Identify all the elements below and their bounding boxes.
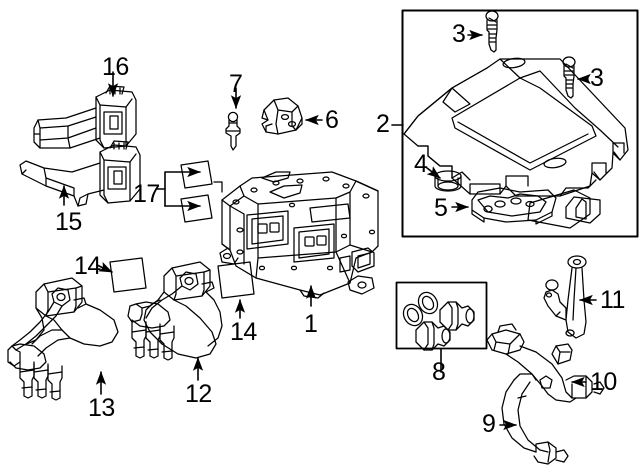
cover-bolt-upper-art xyxy=(485,10,499,53)
callout-label-8: 8 xyxy=(432,358,446,386)
oring-kit-box xyxy=(395,281,488,350)
coolant-hose-upper-art xyxy=(486,323,605,403)
leader-17 xyxy=(155,171,197,207)
callout-label-4: 4 xyxy=(414,150,428,178)
callout-label-3-lower: 3 xyxy=(590,64,604,92)
callout-label-9: 9 xyxy=(482,410,496,438)
callout-label-11: 11 xyxy=(600,286,625,314)
callout-label-17: 17 xyxy=(133,180,160,208)
seal-pad-upper-art xyxy=(180,160,213,189)
callout-label-15: 15 xyxy=(55,208,82,236)
insulation-pad-right-art xyxy=(217,261,255,299)
callout-label-14-left: 14 xyxy=(74,252,101,280)
callout-label-13: 13 xyxy=(88,394,115,422)
callout-label-1: 1 xyxy=(304,310,318,338)
callout-label-12: 12 xyxy=(185,380,212,408)
mounting-bracket-art xyxy=(261,97,303,135)
callout-label-6: 6 xyxy=(325,106,339,134)
inverter-art xyxy=(213,171,379,299)
callout-label-16: 16 xyxy=(102,53,129,81)
cover-bolt-lower-art xyxy=(562,56,576,99)
callout-label-10: 10 xyxy=(590,368,617,396)
callout-label-5: 5 xyxy=(434,194,448,222)
ball-stud-art xyxy=(225,111,241,151)
harness-long-art xyxy=(7,277,119,401)
callout-label-3-upper: 3 xyxy=(452,20,466,48)
callout-label-14-right: 14 xyxy=(230,318,257,346)
ground-cable-art xyxy=(543,255,587,339)
connector-lower-art xyxy=(19,140,141,207)
callout-label-7: 7 xyxy=(229,70,243,98)
coolant-hose-lower-art xyxy=(501,373,569,465)
leader-lines xyxy=(58,29,597,431)
harness-short-art xyxy=(127,261,223,361)
insulation-pad-left-art xyxy=(109,257,147,293)
callout-label-2: 2 xyxy=(376,110,390,138)
oring-kit-art xyxy=(402,291,475,351)
engine-cover-art xyxy=(403,57,629,197)
cover-insert-art xyxy=(527,189,601,229)
seal-pad-lower-art xyxy=(180,194,213,223)
connector-upper-art xyxy=(33,85,137,149)
